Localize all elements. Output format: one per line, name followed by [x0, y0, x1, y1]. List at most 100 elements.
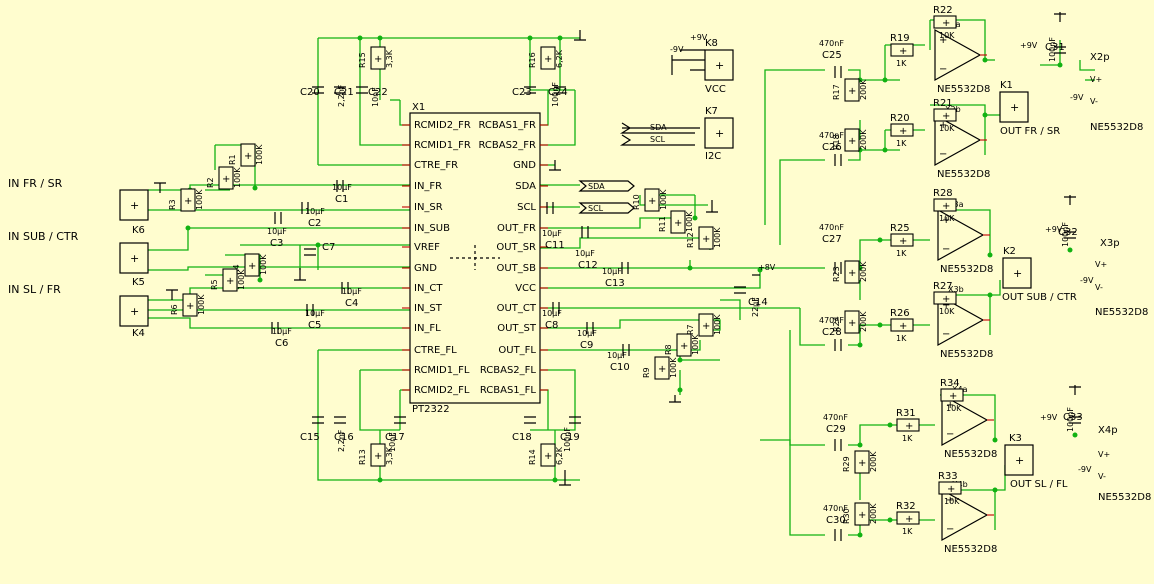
capacitor-ref: C24	[548, 87, 568, 98]
svg-text:−: −	[939, 64, 947, 75]
ic-pin-left: CTRE_FR	[414, 160, 458, 171]
resistor-ref: R31	[896, 408, 916, 419]
resistor-value: 200K	[859, 129, 868, 150]
resistor-value: 100K	[259, 254, 268, 275]
svg-text:+: +	[942, 300, 950, 311]
bus-scl-top: SCL	[650, 135, 666, 144]
ic-pin-right: SCL	[517, 202, 536, 213]
capacitor-value: 10µF	[607, 351, 627, 360]
resistor-ref: R15	[358, 52, 367, 68]
ic-pin-right: RCBAS1_FL	[480, 385, 537, 396]
resistor-ref: R33	[938, 471, 958, 482]
capacitor-ref: C19	[560, 432, 580, 443]
capacitor-ref: C29	[826, 424, 846, 435]
capacitor-ref: C8	[545, 320, 558, 331]
resistor-ref: R29	[842, 456, 851, 472]
resistor-value: 100K	[237, 269, 246, 290]
ic-part: PT2322	[412, 404, 450, 415]
svg-text:+: +	[858, 458, 866, 469]
resistor-value: 1K	[896, 59, 907, 68]
resistor-value: 200K	[859, 311, 868, 332]
input-connector-k5: K5	[132, 277, 145, 288]
capacitor-ref: C22	[368, 87, 388, 98]
resistor-value: 200K	[859, 261, 868, 282]
resistor-value: 10K	[944, 497, 960, 506]
ic-pin-left: IN_SUB	[414, 223, 450, 234]
ic-pin-left: GND	[414, 263, 437, 274]
capacitor-value: 2,2nF	[337, 429, 346, 452]
svg-text:+: +	[658, 364, 666, 375]
bus-scl: SCL	[588, 204, 604, 213]
resistor-value: 100K	[233, 167, 242, 188]
svg-text:−: −	[942, 244, 950, 255]
bus-sda: SDA	[588, 182, 605, 191]
ic-pin-left: RCMID2_FR	[414, 120, 471, 131]
ic-pin-left: IN_ST	[414, 303, 443, 314]
capacitor-ref: C12	[578, 260, 598, 271]
svg-text:+: +	[942, 201, 950, 212]
svg-text:+: +	[946, 495, 954, 506]
resistor-ref: R22	[933, 5, 953, 16]
capacitor-value: 10nF	[388, 432, 397, 452]
resistor-value: 100K	[659, 189, 668, 210]
svg-text:+: +	[947, 484, 955, 495]
passives: +R1100K+R2100K+R3100K+R4100K+R5100K+R610…	[168, 5, 1083, 541]
ic-ref: X1	[412, 102, 425, 113]
ic-left-pins: RCMID2_FRRCMID1_FRCTRE_FRIN_FRIN_SRIN_SU…	[402, 120, 471, 396]
ic-pin-left: RCMID1_FR	[414, 140, 471, 151]
resistor-value: 3,3K	[385, 446, 394, 465]
x2p-neg: -9V	[1070, 93, 1084, 102]
capacitor-ref: C26	[822, 142, 842, 153]
svg-text:+: +	[942, 215, 950, 226]
capacitor-value: 470nF	[823, 413, 848, 422]
opamp-ref: X3b	[948, 285, 964, 294]
svg-text:+: +	[942, 18, 950, 29]
svg-text:+: +	[899, 236, 907, 247]
output-connectors: + + + K1 K2 K3 OUT FR / SR OUT SUB / CTR…	[999, 80, 1077, 490]
capacitor-c7: C7	[304, 242, 335, 256]
resistor-value: 1K	[896, 249, 907, 258]
svg-text:+: +	[648, 196, 656, 207]
svg-text:+: +	[848, 86, 856, 97]
capacitor-value: 10µF	[577, 329, 597, 338]
resistor-ref: R1	[228, 154, 237, 165]
capacitor-value: 10nF	[371, 87, 380, 107]
resistor-ref: R32	[896, 501, 916, 512]
x4p-part: NE5532D8	[1098, 492, 1151, 503]
opamp-part: NE5532D8	[944, 544, 997, 555]
capacitor-value: 2,2nF	[337, 84, 346, 107]
capacitor-value: 100nF	[1061, 222, 1070, 247]
capacitor-value: 10µF	[542, 309, 562, 318]
x2p-vneg: V-	[1090, 97, 1098, 106]
svg-text:+: +	[186, 301, 194, 312]
output-connector-k3: K3	[1009, 433, 1022, 444]
capacitor-value: 470nF	[819, 39, 844, 48]
opamp-part: NE5532D8	[937, 169, 990, 180]
capacitor-value: 10µF	[305, 309, 325, 318]
svg-text:+: +	[715, 59, 724, 72]
capacitor-value: 470nF	[819, 223, 844, 232]
svg-text:+: +	[899, 46, 907, 57]
svg-text:+: +	[184, 196, 192, 207]
svg-text:−: −	[946, 429, 954, 440]
svg-text:+: +	[848, 136, 856, 147]
input-label-fr-sr: IN FR / SR	[8, 177, 63, 190]
capacitor-ref: C9	[580, 340, 593, 351]
resistor-value: 10K	[939, 307, 955, 316]
opamp-3: +−X3aNE5532D8	[937, 200, 993, 275]
resistor-ref: R12	[686, 232, 695, 248]
capacitor-ref: C18	[512, 432, 532, 443]
